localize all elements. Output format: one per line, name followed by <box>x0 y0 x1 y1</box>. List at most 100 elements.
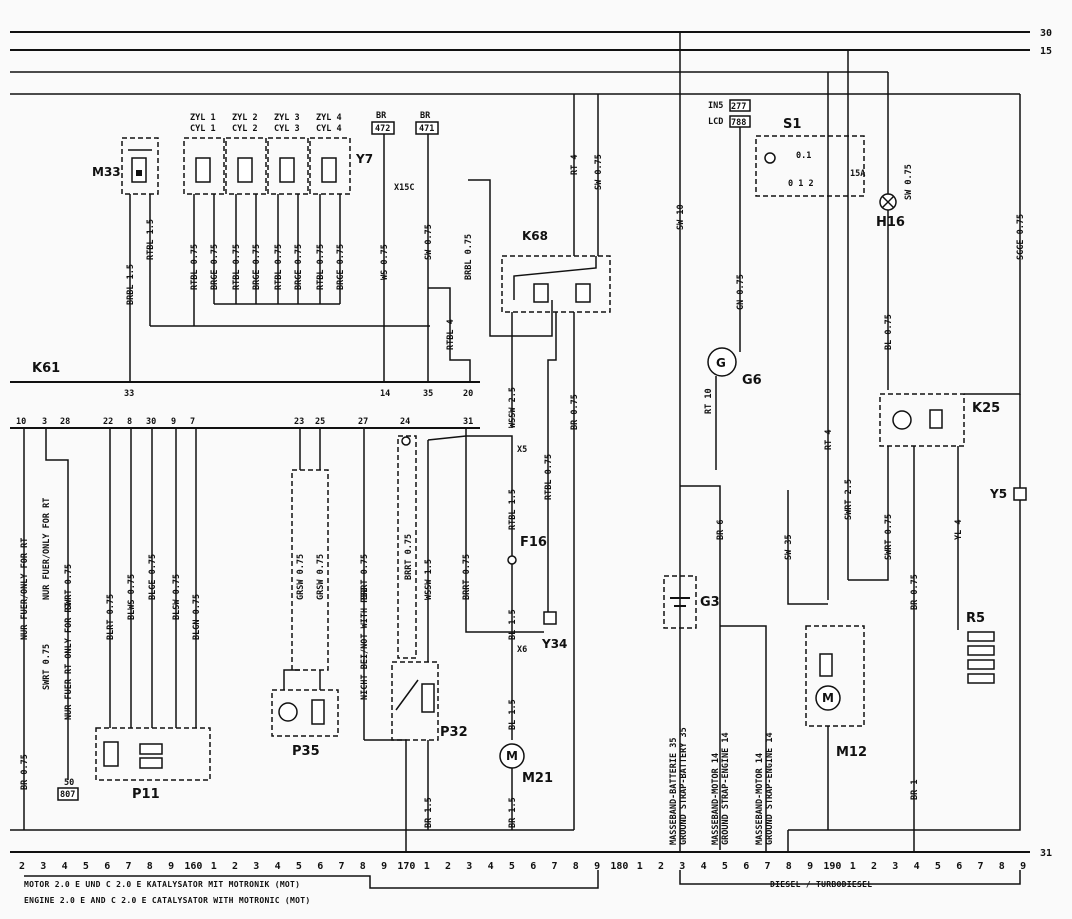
scale-tick-label: 190 <box>823 861 841 872</box>
k61-pin-14: 14 <box>380 389 390 399</box>
scale-tick-label: 8 <box>360 861 366 872</box>
m33-core <box>136 170 142 176</box>
scale-tick-label: 4 <box>488 861 494 872</box>
wire-bl15-label-2: BL 1.5 <box>508 699 518 730</box>
note-nur-fuer-2: NUR FUER/ONLY FOR RT <box>42 498 52 600</box>
wire-sw10-label: SW 10 <box>676 204 686 230</box>
scale-tick-label: 170 <box>397 861 415 872</box>
injector-4-box <box>309 137 351 195</box>
k25-contact <box>929 409 943 429</box>
ref-471-box <box>415 121 439 135</box>
injector-1-coil <box>195 157 211 183</box>
note-nur-fuer-3: NUR FUER RT ONLY FOR RT <box>64 602 74 720</box>
k61-pin-35: 35 <box>423 389 433 399</box>
m21-symbol: M <box>506 749 518 763</box>
f16-label: F16 <box>520 535 547 550</box>
ref-807: 807 <box>60 790 75 800</box>
wire-br15-p32-label: BR 1.5 <box>424 797 434 828</box>
k61-pin-31: 31 <box>463 417 473 427</box>
k61-label: K61 <box>32 361 60 376</box>
cyl2-en: CYL 2 <box>232 124 258 134</box>
wire-sgge-label: SGGE 0.75 <box>1016 214 1026 260</box>
injector-4-coil <box>321 157 337 183</box>
p11-wire-5: BLGN 0.75 <box>192 594 202 640</box>
k61-pin-3: 3 <box>42 417 47 427</box>
inj4-wire-b: BRGE 0.75 <box>336 244 346 290</box>
p35-box <box>271 689 339 737</box>
wire-rtbl075-y34 <box>547 312 557 620</box>
p11-wire-3: BLGE 0.75 <box>148 554 158 600</box>
ref-471: 471 <box>419 124 434 134</box>
wire-sw075-label: SW 0.75 <box>424 224 434 260</box>
p35-wire-b-label: GRSW 0.75 <box>316 554 326 600</box>
p11-box <box>95 727 211 781</box>
wire-swrt-left-label: SWRT 0.75 <box>42 644 52 690</box>
ref-472-box <box>371 121 395 135</box>
f16-fuse-dot <box>507 555 517 565</box>
scale-tick-label: 1 <box>850 861 856 872</box>
scale-tick-label: 8 <box>147 861 153 872</box>
ref-472: 472 <box>375 124 390 134</box>
wire-br15-m21-label: BR 1.5 <box>508 797 518 828</box>
scale-tick-label: 8 <box>573 861 579 872</box>
wire-brrt-label: BRRT 0.75 <box>360 554 370 600</box>
h16-label: H16 <box>876 215 905 230</box>
k68-coil-2 <box>575 283 591 303</box>
wire-ws075-label: WS 0.75 <box>380 244 390 280</box>
wire-brbl075-label: BRBL 0.75 <box>464 234 474 280</box>
p11-wire-4: BLSW 0.75 <box>172 574 182 620</box>
wire-sw075-h16-label: SW 0.75 <box>904 164 914 200</box>
p32-link <box>427 435 467 441</box>
p35-shield <box>291 469 329 671</box>
k68-box <box>501 255 611 313</box>
p11-wires <box>109 428 197 728</box>
m12-box <box>805 625 865 727</box>
wire-swrt-mid-label: SWRT 0.75 <box>64 564 74 610</box>
y34-valve <box>543 611 557 625</box>
scale-tick-label: 2 <box>19 861 25 872</box>
scale-tick-label: 5 <box>722 861 728 872</box>
p35-sensor <box>278 702 298 722</box>
scale-tick-label: 2 <box>658 861 664 872</box>
wire-rtbl075-y34-label: RTBL 0.75 <box>544 454 554 500</box>
footer-diesel: DIESEL / TURBODIESEL <box>770 880 873 889</box>
scale-tick-label: 8 <box>999 861 1005 872</box>
wire-br6-label: BR 6 <box>716 520 726 540</box>
wire-rtbl15b-label: RTBL 1.5 <box>508 489 518 530</box>
nicht-bei-note: NICHT BEI/NOT WITH P32 <box>360 587 370 700</box>
k61-pin-9: 9 <box>171 417 176 427</box>
m33-wire-rtbl-label: RTBL 1.5 <box>146 219 156 260</box>
in5-label: IN5 <box>708 101 723 111</box>
wire-bl15-label: BL 1.5 <box>508 609 518 640</box>
r5-plug-2 <box>967 645 995 656</box>
masse-2b: GROUND STRAP-ENGINE 14 <box>721 732 731 845</box>
y5-valve <box>1013 487 1027 501</box>
wire-yl4-label: YL 4 <box>954 520 964 540</box>
p32-shield <box>397 435 417 659</box>
m21-label: M21 <box>522 771 553 786</box>
scale-tick-label: 1 <box>211 861 217 872</box>
g6-label: G6 <box>742 373 762 388</box>
scale-tick-label: 2 <box>871 861 877 872</box>
p35-wire-a-label: GRSW 0.75 <box>296 554 306 600</box>
rail-30-label: 30 <box>1040 28 1052 39</box>
g3-label: G3 <box>700 595 720 610</box>
inj3-wire-a: RTBL 0.75 <box>274 244 284 290</box>
scale-tick-label: 7 <box>552 861 558 872</box>
rail-31-label: 31 <box>1040 848 1052 859</box>
wire-sgge <box>964 94 1021 395</box>
wire-swrt-k25 <box>848 446 889 581</box>
y5-label: Y5 <box>989 487 1007 501</box>
wire-br6 <box>680 485 721 850</box>
wire-sw35 <box>787 490 828 605</box>
scale-tick-label: 3 <box>40 861 46 872</box>
scale-tick-label: 7 <box>126 861 132 872</box>
in5-box <box>729 99 751 112</box>
inj1-wire-a: RTBL 0.75 <box>190 244 200 290</box>
scale-tick-label: 3 <box>679 861 685 872</box>
scale-tick-label: 9 <box>381 861 387 872</box>
p11-wire-1: BLRT 0.75 <box>106 594 116 640</box>
wire-swrt25-label: SWRT 2.5 <box>844 479 854 520</box>
scale-tick-label: 3 <box>466 861 472 872</box>
wire-swrt-left <box>45 428 69 780</box>
